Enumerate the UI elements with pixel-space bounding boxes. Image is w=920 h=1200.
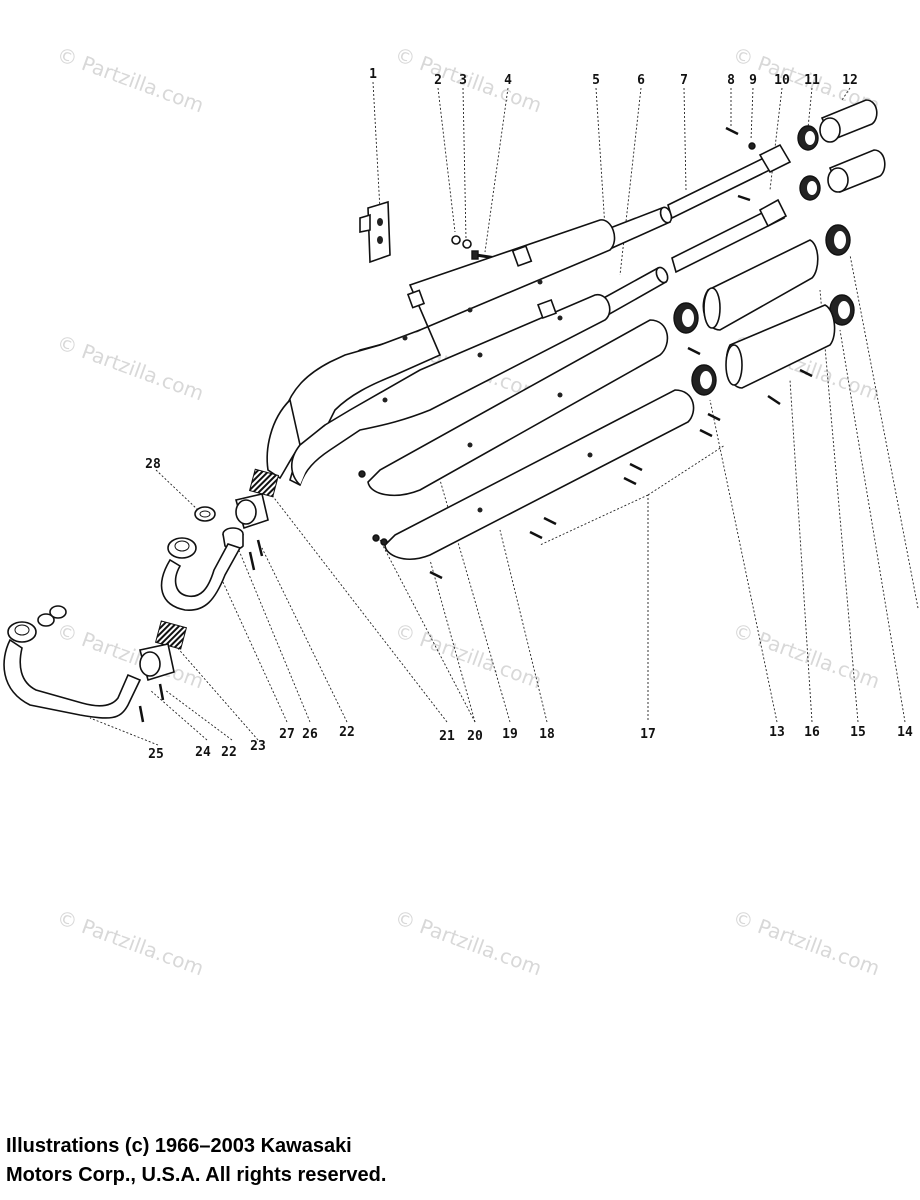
retainer-rings: [673, 224, 855, 396]
callout-label: 28: [145, 457, 161, 472]
callout-label: 15: [850, 725, 866, 740]
callout-label: 2: [434, 73, 442, 88]
callout-label: 6: [637, 73, 645, 88]
guard-screws: [429, 346, 721, 580]
knurled-nut-lower: [154, 620, 188, 650]
callout-label: 8: [727, 73, 735, 88]
callout-label: 25: [148, 747, 164, 762]
callout-label: 21: [439, 729, 455, 744]
gasket-rings: [797, 125, 821, 201]
callout-labels: 1 2 3 4 5 6 7 8 9 10 11 12 13 14 15 16 1…: [145, 67, 913, 762]
copyright-line-2: Motors Corp., U.S.A. All rights reserved…: [6, 1164, 387, 1186]
callout-label: 9: [749, 73, 757, 88]
callout-label: 20: [467, 729, 483, 744]
heat-guards: [367, 319, 695, 560]
small-nuts: [358, 470, 388, 546]
callout-label: 10: [774, 73, 790, 88]
copyright-notice: Illustrations (c) 1966–2003 Kawasaki Mot…: [6, 1132, 906, 1190]
copyright-line-1: Illustrations (c) 1966–2003 Kawasaki: [6, 1135, 352, 1157]
callout-label: 23: [250, 739, 266, 754]
callout-label: 3: [459, 73, 467, 88]
callout-label: 4: [504, 73, 512, 88]
callout-label: 19: [502, 727, 518, 742]
gasket-28: [194, 506, 216, 522]
exhaust-pipe-lower: [3, 605, 142, 719]
callout-label: 22: [221, 745, 237, 760]
clamp-lower: [138, 643, 175, 723]
bracket-part: [359, 200, 391, 264]
callout-label: 12: [842, 73, 858, 88]
callout-label: 24: [195, 745, 211, 760]
perforated-end-guards: [702, 239, 836, 406]
callout-label: 22: [339, 725, 355, 740]
callout-label: 11: [804, 73, 820, 88]
callout-label: 18: [539, 727, 555, 742]
washer-nut-bolt-set: [451, 235, 497, 260]
callout-label: 14: [897, 725, 913, 740]
callout-label: 1: [369, 67, 377, 82]
callout-label: 27: [279, 727, 295, 742]
callout-label: 16: [804, 725, 820, 740]
clamp-upper: [234, 493, 269, 571]
screw-set: [725, 126, 756, 202]
callout-label: 7: [680, 73, 688, 88]
end-caps: [819, 99, 886, 194]
exhaust-pipe-upper: [160, 537, 242, 611]
muffler-lower: [289, 266, 669, 487]
callout-label: 5: [592, 73, 600, 88]
tailpipe-set: [667, 143, 792, 274]
callout-label: 13: [769, 725, 785, 740]
callout-label: 17: [640, 727, 656, 742]
muffler-upper: [266, 206, 673, 480]
callout-label: 26: [302, 727, 318, 742]
